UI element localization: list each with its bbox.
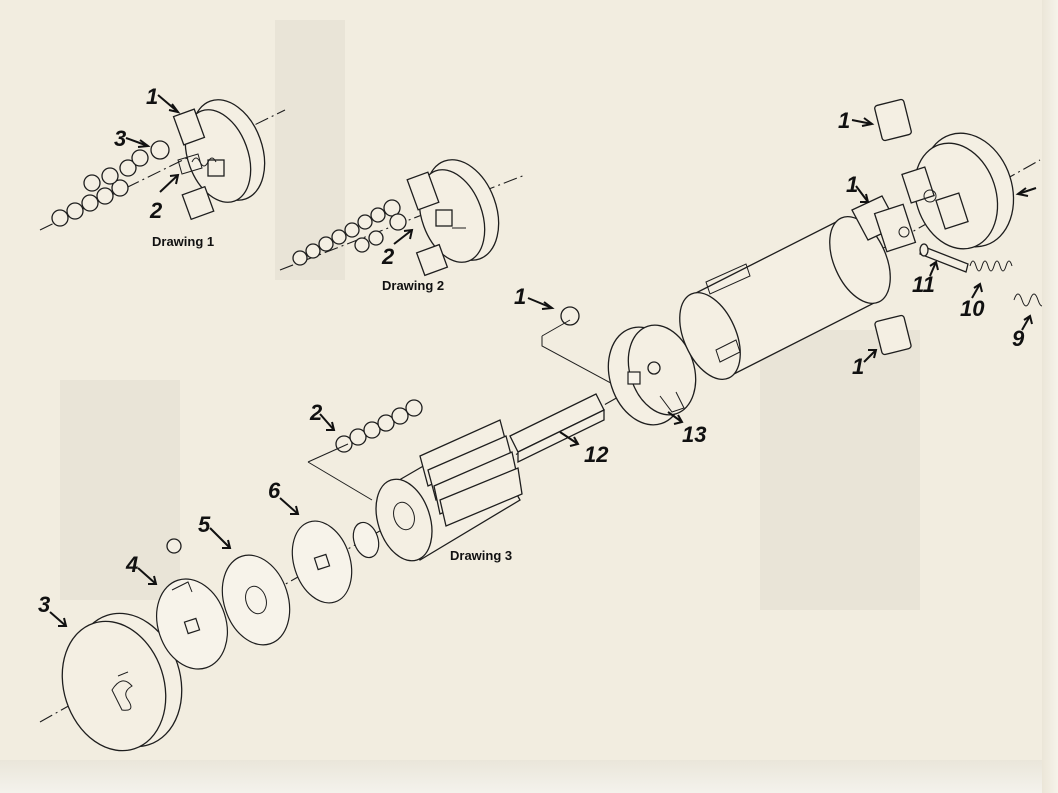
callout-d3-1a: 1 [838, 108, 850, 133]
callout-d3-8: 6 [268, 478, 281, 503]
ball-chain-2 [292, 199, 407, 266]
callout-d3-1b: 1 [852, 354, 864, 379]
page-fold [1042, 0, 1058, 793]
part-1-blocks [874, 98, 912, 356]
drawing-3: 3 4 5 6 [38, 98, 1056, 752]
ball [166, 538, 182, 554]
callout-d3-3: 2 [309, 400, 323, 425]
drawing-2: 2 Drawing 2 [279, 159, 526, 293]
part-12-bar [509, 393, 605, 464]
part-5-face-cap [61, 612, 183, 752]
ring [352, 521, 380, 559]
caption-drawing-3: Drawing 3 [450, 548, 512, 563]
page-bottom-edge [0, 760, 1058, 793]
part-7-washer [221, 554, 291, 646]
callout-d1-3: 3 [114, 126, 126, 151]
part-6-wafer [156, 578, 228, 670]
housing-cylinder [679, 216, 891, 380]
callout-d3-10: 10 [960, 296, 985, 321]
callout-d3-6: 4 [125, 552, 138, 577]
caption-drawing-2: Drawing 2 [382, 278, 444, 293]
plug-body [375, 419, 523, 562]
callout-d3-7: 5 [198, 512, 211, 537]
callout-d3-11: 11 [912, 272, 935, 297]
part-4-ball [560, 306, 580, 326]
callout-d3-9: 9 [1012, 326, 1025, 351]
part-8-wafer [291, 520, 353, 604]
callout-d1-2: 2 [149, 198, 163, 223]
callout-d3-4: 1 [514, 284, 526, 309]
rear-disc [901, 132, 1015, 250]
callout-d3-2: 1 [846, 172, 858, 197]
callout-d3-5: 3 [38, 592, 50, 617]
callout-d2-2: 2 [381, 244, 395, 269]
part-10-spring [969, 260, 1013, 272]
bleed-through [60, 20, 920, 610]
callout-d3-13: 13 [682, 422, 706, 447]
part-2-retainer [851, 195, 917, 253]
drawing-1: 1 2 3 Drawing 1 [39, 84, 286, 249]
part-11-pin [919, 243, 969, 273]
ball-chain-1 [51, 140, 170, 227]
part-13-cam [607, 324, 697, 426]
caption-drawing-1: Drawing 1 [152, 234, 214, 249]
part-3-ball-string [307, 399, 423, 501]
part-9-spring [1013, 293, 1047, 307]
callout-d1-1: 1 [146, 84, 158, 109]
callout-d3-12: 12 [584, 442, 609, 467]
